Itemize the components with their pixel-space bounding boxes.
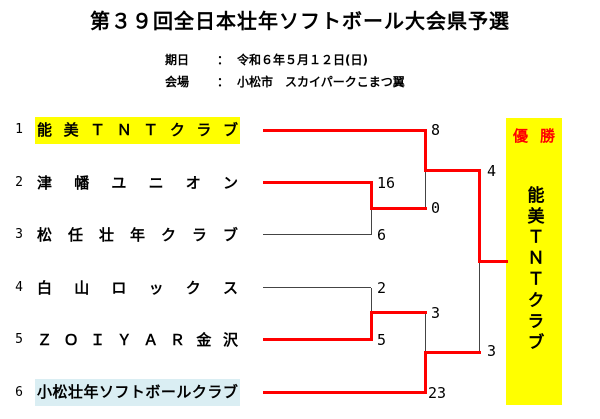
semi-bottom-loser-connector xyxy=(425,314,426,351)
score-semi-winner45: 3 xyxy=(431,304,441,322)
score-team2: 16 xyxy=(377,174,396,192)
venue-line: 会場 ： 小松市 スカイパークこまつ翼 xyxy=(165,73,405,89)
seed-2: 2 xyxy=(15,175,23,190)
team3-line xyxy=(263,234,371,235)
score-semi-winner23: 0 xyxy=(431,199,441,217)
seed-1: 1 xyxy=(15,122,23,137)
semi-bottom-winner-advance xyxy=(424,351,481,354)
seed-3: 3 xyxy=(15,227,23,242)
team-name-3: 松任壮年クラブ xyxy=(37,226,238,244)
team1-winner-line xyxy=(263,129,425,132)
team-name-4: 白山ロックス xyxy=(37,279,238,297)
date-line: 期日 ： 令和６年５月１２日(日) xyxy=(165,51,368,67)
match45-winner-rise xyxy=(370,311,373,341)
champion-label: 優勝 xyxy=(513,127,555,145)
final-winner-advance xyxy=(478,260,508,263)
venue-colon: ： xyxy=(217,75,230,89)
date-label: 期日 xyxy=(165,53,190,67)
score-final-top: 4 xyxy=(487,162,497,180)
score-team3: 6 xyxy=(377,226,387,244)
team2-winner-line xyxy=(263,181,373,184)
semi-top-loser-connector xyxy=(425,172,426,209)
score-final-bottom: 3 xyxy=(487,342,497,360)
seed-6: 6 xyxy=(15,385,23,400)
champion-name: 能美ＴＮＴクラブ xyxy=(523,186,544,354)
score-semi-team6: 23 xyxy=(428,384,447,402)
date-colon: ： xyxy=(217,53,230,67)
team4-line xyxy=(263,287,371,288)
score-team4: 2 xyxy=(377,279,387,297)
seed-5: 5 xyxy=(15,332,23,347)
match45-loser-connector xyxy=(371,288,372,311)
semi-top-winner-advance xyxy=(424,169,481,172)
venue-value: 小松市 スカイパークこまつ翼 xyxy=(237,75,405,89)
date-value: 令和６年５月１２日(日) xyxy=(237,53,368,67)
match23-winner-drop xyxy=(370,181,373,210)
score-semi-team1: 8 xyxy=(431,121,441,139)
final-winner-drop xyxy=(478,169,481,263)
match23-winner-advance xyxy=(370,207,427,210)
final-loser-connector xyxy=(479,263,480,353)
match45-winner-advance xyxy=(370,311,427,314)
score-team5: 5 xyxy=(377,331,387,349)
venue-label: 会場 xyxy=(165,75,190,89)
seed-4: 4 xyxy=(15,280,23,295)
team-name-6: 小松壮年ソフトボールクラブ xyxy=(35,379,240,406)
page-title: 第３９回全日本壮年ソフトボール大会県予選 xyxy=(90,9,510,33)
champion-box: 優勝 能美ＴＮＴクラブ xyxy=(506,118,562,405)
team-name-2: 津幡ユニオン xyxy=(37,174,238,192)
team5-winner-line xyxy=(263,338,373,341)
semi-top-winner-drop xyxy=(424,129,427,172)
team6-winner-line xyxy=(263,391,427,394)
match23-loser-connector xyxy=(371,210,372,235)
semi-bottom-winner-rise xyxy=(424,351,427,394)
